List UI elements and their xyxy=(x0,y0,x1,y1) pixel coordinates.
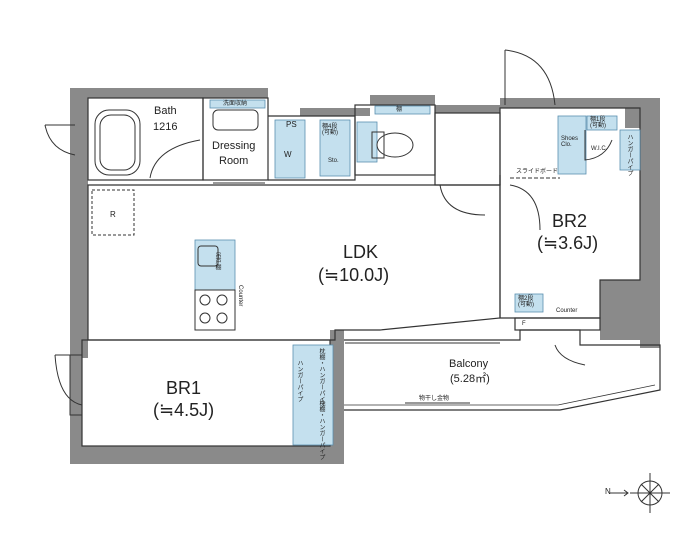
bathtub-inner-icon xyxy=(99,114,136,171)
wall-top-bath xyxy=(88,88,268,98)
dressing-line2: Room xyxy=(219,155,249,167)
slide-door-label: スライドボード xyxy=(516,169,559,175)
wall-bottom xyxy=(70,446,340,464)
wash-basin-icon xyxy=(212,109,259,131)
block-washer xyxy=(274,119,306,179)
bathtub-icon xyxy=(94,109,141,176)
shoes-closet-label: Shoes Clo. xyxy=(561,136,579,148)
counter-label: Counter xyxy=(556,308,578,314)
kitchen-cupboard-label: 吊戸棚 xyxy=(214,252,220,270)
br2-name: BR2 xyxy=(552,211,588,231)
bath-size: 1216 xyxy=(153,121,178,133)
block-wash-storage xyxy=(209,99,266,109)
entrance-door-arc xyxy=(504,49,556,106)
burner-icon xyxy=(216,312,228,324)
pipe-space-label: PS xyxy=(286,120,297,129)
compass-icon xyxy=(610,473,670,513)
block-br1-closet xyxy=(292,344,334,446)
burner-icon xyxy=(199,294,211,306)
outline-ldk xyxy=(87,184,501,341)
outline-entrance xyxy=(434,112,501,186)
wall-br1-right xyxy=(330,330,344,464)
wall-top-sto xyxy=(300,108,370,116)
br1-storage-2-label: 枕棚・ハンガーパイプ xyxy=(318,400,324,460)
burner-icon xyxy=(199,312,211,324)
compass-arrow xyxy=(610,489,629,497)
wic-door-arc xyxy=(584,130,613,161)
br1-size: (≒4.5J) xyxy=(153,400,215,420)
balcony-size: (5.28㎡) xyxy=(450,373,490,385)
bath-door-arc xyxy=(149,139,201,179)
block-kitchen xyxy=(194,239,236,291)
shelf-movable-small-label: 棚1段 (可動) xyxy=(590,117,606,129)
shelf-movable-label: 棚4段 (可動) xyxy=(322,124,338,136)
block-wic-side xyxy=(619,129,641,171)
walls xyxy=(70,88,660,464)
wash-storage-label: 洗面収納 xyxy=(223,101,248,107)
compass-north-label: N xyxy=(605,487,611,496)
block-shoes-closet xyxy=(557,115,587,175)
wall-column-right-mid xyxy=(600,280,660,340)
storage-top-label: 棚 xyxy=(396,107,403,113)
wall-top-entrance xyxy=(435,105,500,113)
outline-dressing xyxy=(202,97,269,181)
block-sto xyxy=(319,119,351,177)
wall-top-br2 xyxy=(500,98,625,108)
dressing-line1: Dressing xyxy=(212,140,256,152)
outline-counter xyxy=(514,317,601,331)
storage-label: Sto. xyxy=(328,158,339,164)
br2-right-shelf-label: ハンガーパイプ xyxy=(626,134,632,176)
outline-br2 xyxy=(499,107,641,319)
fixtures xyxy=(44,49,613,416)
washer-label: W xyxy=(284,150,292,159)
refrigerator-space xyxy=(91,189,135,236)
br2-shelf-label: 棚2段 (可動) xyxy=(518,296,534,308)
br1-window xyxy=(69,354,83,416)
balcony-door-arc xyxy=(554,344,586,366)
bath-window-arc xyxy=(44,124,76,156)
stove-icon xyxy=(194,289,236,331)
kitchen-side-label: Counter xyxy=(237,285,243,307)
br1-name: BR1 xyxy=(166,378,202,398)
outline-balcony xyxy=(344,329,661,411)
balcony-name: Balcony xyxy=(449,358,489,370)
br1-storage-1-label: 枕棚・ハンガーパイプ xyxy=(318,348,324,408)
wall-left-lower xyxy=(70,352,82,464)
closet-pole-label: ハンガーパイプ xyxy=(296,360,302,402)
bath-name: Bath xyxy=(154,105,177,117)
toilet-bowl-icon xyxy=(376,132,414,158)
wall-top-toilet xyxy=(370,95,435,105)
toilet-tank-icon xyxy=(371,131,385,159)
ldk-size: (≒10.0J) xyxy=(318,265,390,285)
wic-label: W.I.C. xyxy=(591,146,608,152)
burner-icon xyxy=(216,294,228,306)
block-toilet-cabinet xyxy=(356,121,378,163)
hanging-rack-label: 物干し金物 xyxy=(419,396,450,402)
storage-blocks xyxy=(194,99,641,446)
ldk-name: LDK xyxy=(343,242,379,262)
kitchen-sink-icon xyxy=(197,245,219,267)
wall-left-upper xyxy=(70,88,88,358)
floor-pan-label: F xyxy=(522,321,526,327)
refrigerator-label: R xyxy=(110,210,116,219)
block-toilet-top xyxy=(374,105,431,115)
block-wic-top xyxy=(586,115,618,131)
br2-size: (≒3.6J) xyxy=(537,233,599,253)
compass-needle xyxy=(630,473,670,513)
br2-door-arc xyxy=(509,184,541,231)
outline-balcony-rail xyxy=(344,384,656,406)
block-br2-shelf xyxy=(514,293,544,313)
toilet-door-arc xyxy=(439,184,486,216)
